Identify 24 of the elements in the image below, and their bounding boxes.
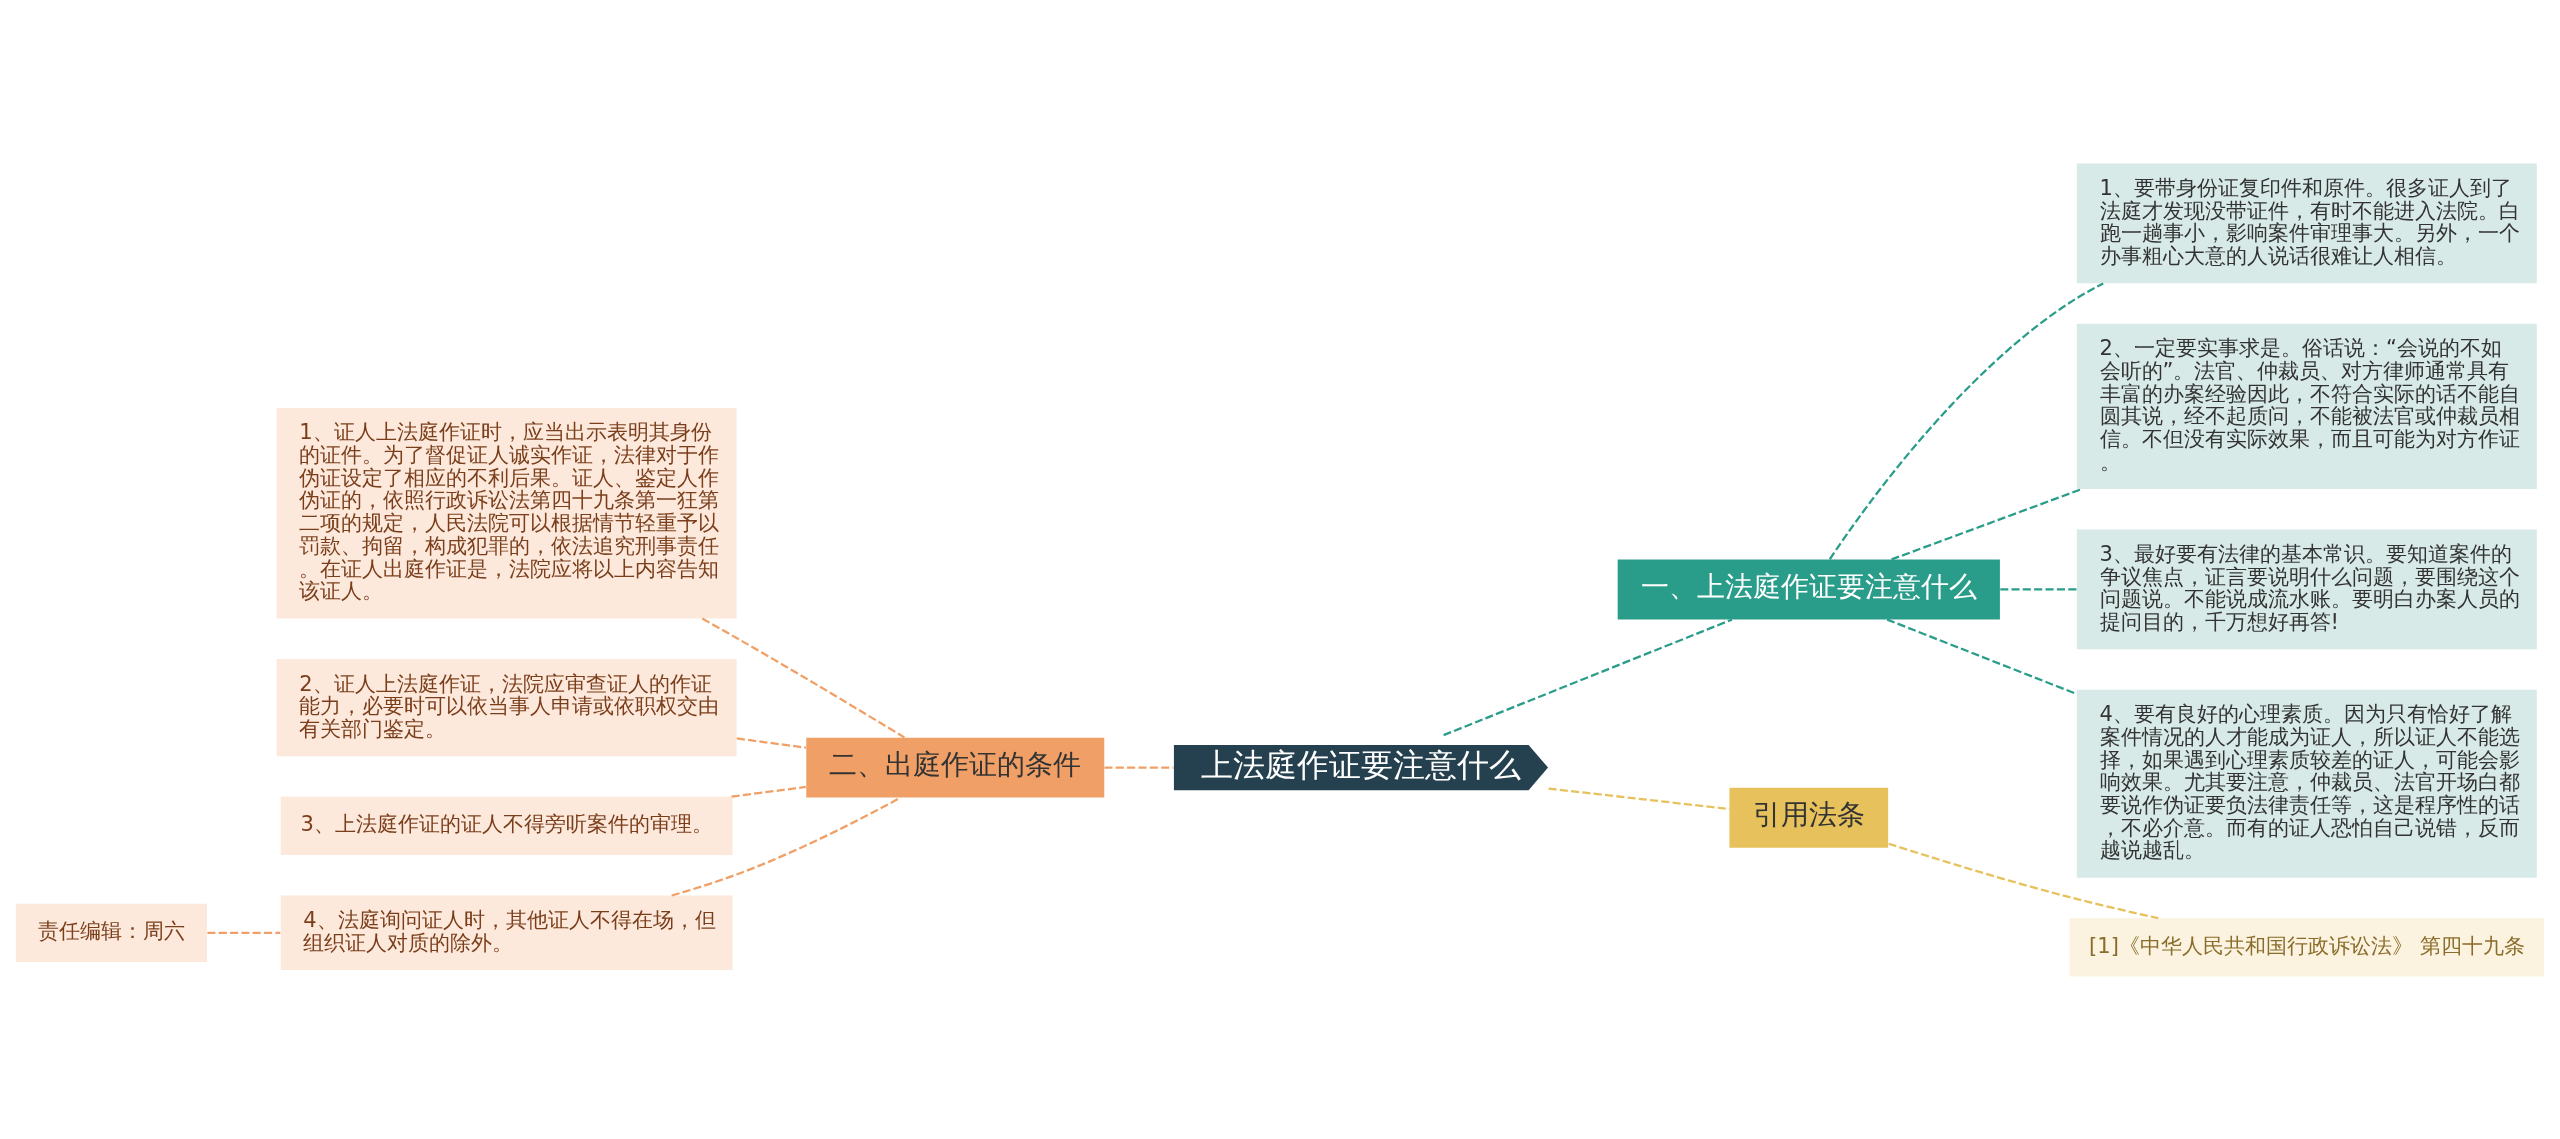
connector — [1888, 842, 2159, 919]
node-box: 2、一定要实事求是。俗话说：“会说的不如会听的”。法官、仲裁员、对方律师通常具有丰富的办案经验因此，不符合实际的话不能自圆其说，经不起质问，不能被法官或仲裁员相信。不但没有实际效果，而且可能为对方作证。 — [2076, 323, 2537, 489]
connector — [1891, 487, 2082, 560]
connector — [1828, 281, 2104, 560]
connector — [2000, 587, 2077, 591]
connector — [1443, 618, 1733, 736]
node-box: 责任编辑：周六 — [15, 903, 207, 962]
connector — [736, 736, 807, 749]
node-box: 4、法庭询问证人时，其他证人不得在场，但组织证人对质的除外。 — [280, 895, 733, 970]
node-box: 二、出庭作证的条件 — [806, 737, 1105, 798]
node-box: 一、上法庭作证要注意什么 — [1617, 558, 2000, 619]
connector — [207, 931, 281, 934]
node-box: [1]《中华人民共和国行政诉讼法》 第四十九条 — [2069, 917, 2545, 976]
node-box: 3、上法庭作证的证人不得旁听案件的审理。 — [280, 796, 733, 855]
connector — [671, 796, 902, 897]
connector — [701, 617, 905, 738]
node-box: 1、证人上法庭作证时，应当出示表明其身份的证件。为了督促证人诚实作证，法律对于作伪证设定了相应的不利后果。证人、鉴定人作伪证的，依照行政诉讼法第四十九条第一狂第二项的规定，人民法院可以根据情节轻重予以罚款、拘留，构成犯罪的，依法追究刑事责任。在证人出庭作证是，法院应将以上内容告知该证人。 — [276, 407, 737, 619]
node-box: 4、要有良好的心理素质。因为只有恰好了解案件情况的人才能成为证人，所以证人不能选择，如果遇到心理素质较差的证人，可能会影响效果。尤其要注意，仲裁员、法官开场白都要说作伪证要负法律责任等，这是程序性的话，不必介意。而有的证人恐怕自己说错，反而越说越乱。 — [2076, 689, 2537, 878]
node-box: 1、要带身份证复印件和原件。很多证人到了法庭才发现没带证件，有时不能进入法院。白跑一趟事小，影响案件审理事大。另外，一个办事粗心大意的人说话很难让人相信。 — [2076, 163, 2537, 283]
connector — [1104, 765, 1174, 769]
node-box: 引用法条 — [1729, 787, 1889, 848]
node-box: 2、证人上法庭作证，法院应审查证人的作证能力，必要时可以依当事人申请或依职权交由有关部门鉴定。 — [276, 658, 737, 756]
connector — [731, 785, 806, 798]
node-box: 3、最好要有法律的基本常识。要知道案件的争议焦点，证言要说明什么问题，要围绕这个问题说。不能说成流水账。要明白办案人员的提问目的，千万想好再答! — [2076, 529, 2537, 649]
